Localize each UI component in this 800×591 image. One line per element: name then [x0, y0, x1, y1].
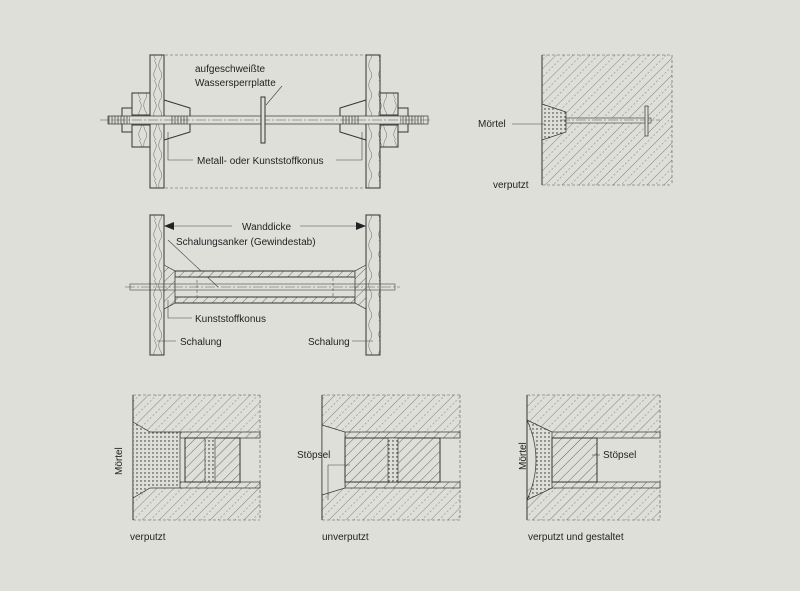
plug	[551, 437, 598, 483]
label-plug: Stöpsel	[297, 450, 330, 461]
caption-verputzt: verputzt	[493, 180, 529, 191]
panel-tie-with-waterstop: aufgeschweißte Wassersperrplatte Metall-…	[100, 54, 430, 189]
label-mortar-rotated: Mörtel	[114, 447, 125, 475]
formwork-right	[365, 214, 381, 356]
mortar-fill	[526, 419, 553, 501]
cone-right	[354, 264, 367, 310]
label-formwork-left: Schalung	[180, 337, 222, 348]
caption-verputzt: verputzt	[130, 532, 166, 543]
caption-verputzt-gestaltet: verputzt und gestaltet	[528, 532, 624, 543]
spacer-tube-bottom	[174, 296, 356, 304]
formwork-left	[149, 214, 165, 356]
label-mortar-rotated: Mörtel	[518, 442, 529, 470]
panel-bottom-verputzt: Mörtel verputzt	[114, 394, 261, 543]
panel-grouted-plugged: Mörtel verputzt	[478, 54, 673, 191]
spacer-tube-top	[174, 270, 356, 278]
label-mortar: Mörtel	[478, 119, 506, 130]
label-plate-2: Wassersperrplatte	[195, 78, 276, 89]
label-plastic-cone: Kunststoffkonus	[195, 314, 266, 325]
label-tie-anchor: Schalungsanker (Gewindestab)	[176, 237, 316, 248]
label-plate-1: aufgeschweißte	[195, 64, 265, 75]
waterstop-plate	[260, 96, 266, 144]
panel-tie-with-spacer-tube: Wanddicke Schalungsanker (Gewindestab) K…	[125, 214, 400, 356]
mortar-fill	[132, 421, 181, 499]
mortar-fill	[541, 103, 567, 141]
label-wall-thickness: Wanddicke	[242, 222, 292, 233]
label-plug: Stöpsel	[603, 450, 636, 461]
label-cone: Metall- oder Kunststoffkonus	[197, 156, 324, 167]
caption-unverputzt: unverputzt	[322, 532, 369, 543]
label-formwork-right: Schalung	[308, 337, 350, 348]
panel-bottom-unverputzt: Stöpsel unverputzt	[297, 394, 461, 543]
panel-bottom-verputzt-gestaltet: Mörtel Stöpsel verputzt und gestaltet	[518, 394, 661, 543]
